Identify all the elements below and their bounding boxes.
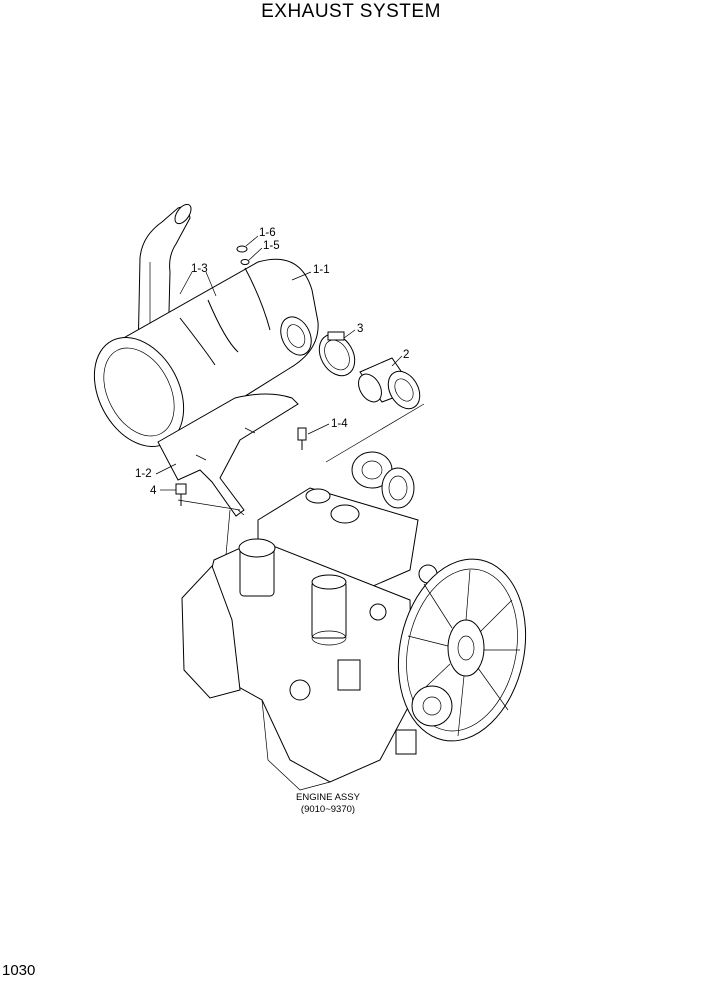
callout-1-1: 1-1 bbox=[313, 264, 330, 276]
callout-1-4: 1-4 bbox=[331, 418, 348, 430]
callout-4: 4 bbox=[150, 485, 157, 497]
page-title: EXHAUST SYSTEM bbox=[261, 1, 441, 22]
engine-drawing bbox=[181, 451, 527, 791]
clamp-drawing bbox=[318, 331, 356, 377]
callout-2: 2 bbox=[403, 349, 409, 361]
callout-1-2: 1-2 bbox=[135, 468, 152, 480]
callout-1-3: 1-3 bbox=[191, 263, 208, 275]
callout-1-5: 1-5 bbox=[263, 240, 280, 252]
callout-1-6: 1-6 bbox=[259, 227, 276, 239]
leader-lines bbox=[155, 235, 403, 491]
muffler-drawing bbox=[93, 203, 319, 517]
engine-assy-caption: ENGINE ASSY bbox=[296, 792, 360, 803]
engine-serial-range: (9010~9370) bbox=[300, 804, 356, 815]
callout-3: 3 bbox=[357, 323, 363, 335]
exhaust-pipe-drawing bbox=[358, 357, 421, 410]
page-number: 1030 bbox=[2, 962, 36, 979]
